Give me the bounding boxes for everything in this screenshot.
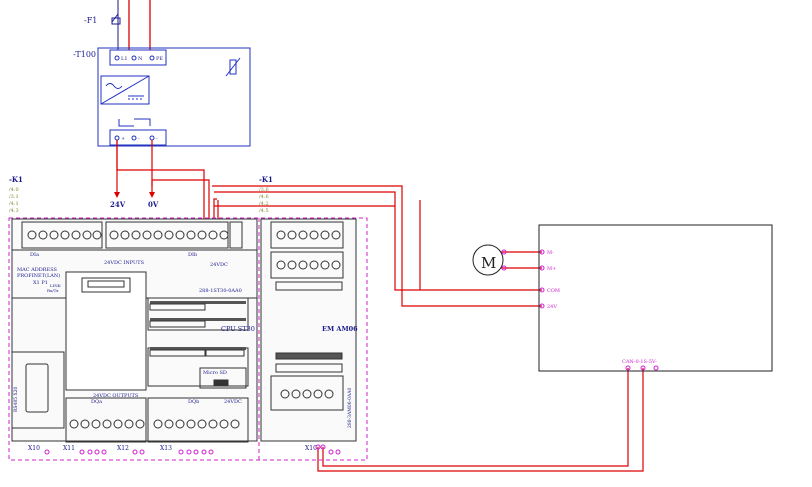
micro-sd-label: Micro SD bbox=[203, 370, 227, 376]
drive-pin-m-minus: M- bbox=[547, 250, 554, 256]
drive-pin-com: COM bbox=[547, 288, 560, 294]
cpu-dib-label: DIb bbox=[188, 252, 197, 258]
x11-label: X11 bbox=[63, 445, 75, 452]
cpu-outputs-label: 24VDC OUTPUTS bbox=[93, 393, 139, 399]
rail-arrows: 24V 0V bbox=[110, 192, 159, 209]
em-x10-label: X10 bbox=[305, 445, 317, 452]
cpu-led-rows bbox=[87, 280, 246, 357]
drive-pin-24v: 24V bbox=[547, 304, 557, 310]
power-wiring bbox=[116, 140, 644, 472]
cpu-terminal-tags: X10 X11 X12 X13 bbox=[28, 445, 172, 452]
drive-controller: M- M+ COM 24V CAN-0-1S-5V- bbox=[538, 224, 773, 372]
cpu-inputs-label: 24VDC INPUTS bbox=[104, 260, 145, 266]
ext-crossref: -K1 /3.6 /4.6 /4.2 /4.5 bbox=[259, 175, 273, 214]
cpu-dia-label: DIa bbox=[30, 252, 39, 258]
x12-label: X12 bbox=[117, 445, 129, 452]
em-order-label: 288-3AM06-0AA0 bbox=[347, 388, 353, 428]
profinet-label: PROFINET(LAN) bbox=[17, 272, 60, 279]
cpu-ref-3: /4.3 bbox=[9, 208, 19, 214]
cpu-text: DIa 24VDC INPUTS DIb 24VDC MAC ADDRESS P… bbox=[13, 252, 255, 412]
x13-label: X13 bbox=[160, 445, 172, 452]
cpu-terminals-top bbox=[27, 230, 229, 240]
motor: M bbox=[472, 244, 507, 276]
power-supply-t100: -T100 L1 N PE + - - bbox=[73, 47, 251, 147]
em-name-label: EM AM06 bbox=[322, 325, 358, 333]
ext-ref-3: /4.5 bbox=[259, 208, 269, 214]
rail-24v-label: 24V bbox=[110, 200, 126, 209]
link-label: LINK bbox=[50, 283, 62, 288]
psu-pin-n: N bbox=[138, 56, 143, 62]
cpu-dqa-label: DQa bbox=[91, 399, 102, 405]
psu-pin-minus-1: - bbox=[138, 136, 140, 142]
ext-ref-0: /3.6 bbox=[259, 187, 269, 193]
motor-symbol: M bbox=[481, 254, 496, 272]
mac-address-label: MAC ADDRESS bbox=[17, 267, 58, 273]
fuse-tag: -F1 bbox=[84, 16, 97, 25]
x1p1-label: X1 P1 bbox=[33, 280, 48, 286]
cpu-order-label: 288-1ST30-0AA0 bbox=[199, 288, 242, 294]
cpu-crossref: -K1 /4.0 /3.1 /4.1 /4.3 bbox=[9, 175, 23, 214]
cpu-st30 bbox=[11, 218, 258, 443]
ext-tag: -K1 bbox=[259, 175, 273, 184]
fuse-f1: -F1 bbox=[84, 0, 151, 50]
drive-can-label: CAN-0-1S-5V- bbox=[622, 359, 657, 365]
psu-pin-pe: PE bbox=[156, 56, 163, 62]
em-am06 bbox=[260, 218, 357, 442]
cpu-ref-0: /4.0 bbox=[9, 187, 19, 193]
rail-0v-label: 0V bbox=[148, 200, 159, 209]
psu-pin-l1: L1 bbox=[121, 56, 128, 62]
cpu-tag: -K1 bbox=[9, 175, 23, 184]
cpu-model-label: CPU ST30 bbox=[221, 325, 255, 333]
cpu-dqb-label: DQb bbox=[188, 399, 199, 405]
rs485-label: RS485 X20 bbox=[13, 386, 19, 412]
x10-label: X10 bbox=[28, 445, 40, 452]
psu-tag: -T100 bbox=[73, 50, 96, 59]
cpu-24vdc-bottom: 24VDC bbox=[224, 399, 242, 405]
cpu-terminals-bottom bbox=[69, 419, 240, 429]
ext-ref-2: /4.2 bbox=[259, 201, 269, 207]
psu-pin-plus: + bbox=[121, 136, 125, 142]
cpu-bottom-pins bbox=[44, 449, 214, 455]
rxtx-label: Rx/Tx bbox=[47, 288, 59, 293]
cpu-24vdc-top: 24VDC bbox=[210, 262, 228, 268]
cpu-boundary bbox=[8, 217, 368, 461]
em-terminals bbox=[276, 230, 341, 399]
ext-ref-1: /4.6 bbox=[259, 194, 269, 200]
cpu-ref-2: /4.1 bbox=[9, 201, 19, 207]
drive-pin-m-plus: M+ bbox=[547, 266, 556, 272]
cpu-ref-1: /3.1 bbox=[9, 194, 19, 200]
psu-pin-minus-2: - bbox=[156, 136, 158, 142]
em-text: EM AM06 288-3AM06-0AA0 X10 bbox=[305, 325, 358, 452]
em-bottom-pins bbox=[315, 444, 341, 455]
